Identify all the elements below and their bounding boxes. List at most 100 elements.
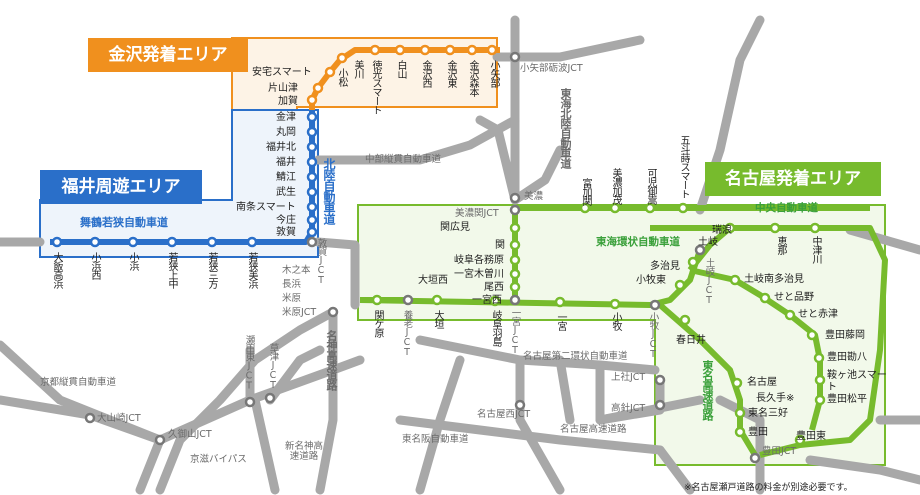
station-toki-jct: 土岐JCT bbox=[703, 258, 715, 305]
station-ankyo: 安宅スマート bbox=[252, 67, 312, 78]
station-komaki: 小牧 bbox=[610, 312, 621, 330]
station-nagoya: 名古屋 bbox=[747, 377, 777, 388]
station-ogaki-nishi: 大垣西 bbox=[418, 275, 448, 286]
station-toyota-fujioka: 豊田藤岡 bbox=[825, 330, 865, 341]
footnote: ※名古屋瀬戸道路の料金が別途必要です。 bbox=[684, 483, 853, 493]
station-tokumitsu: 徳光スマート bbox=[370, 60, 381, 114]
road-chuo: 中央自動車道 bbox=[755, 202, 818, 214]
station-nakatsugawa: 中津川 bbox=[810, 236, 821, 263]
station-fukui-kita: 福井北 bbox=[266, 142, 296, 153]
station-takefu: 武生 bbox=[276, 187, 296, 198]
station-wakasa-mihama: 若狭美浜 bbox=[246, 252, 257, 288]
station-kinomoto: 木之本 bbox=[282, 265, 311, 276]
road-nagoya-kosoku: 名古屋高速道路 bbox=[560, 424, 627, 435]
station-seki: 関 bbox=[495, 240, 505, 251]
station-nagoya-nishi-jct: 名古屋西JCT bbox=[477, 409, 531, 420]
station-toyota-matsudaira: 豊田松平 bbox=[827, 394, 867, 405]
station-wakasa-mikata: 若狭三方 bbox=[206, 252, 217, 288]
kanazawa-area-tag: 金沢発着エリア bbox=[88, 38, 248, 72]
station-yoro-jct: 養老JCT bbox=[401, 310, 413, 357]
station-toyota: 豊田 bbox=[748, 427, 768, 438]
station-obama-nishi: 小浜西 bbox=[89, 252, 100, 279]
station-dots bbox=[51, 44, 826, 446]
station-maruoka: 丸岡 bbox=[276, 127, 296, 138]
road-meishin: 名神高速道路 bbox=[325, 330, 338, 390]
fukui-route bbox=[50, 110, 315, 245]
road-tokai-kanjo: 東海環状自動車道 bbox=[596, 236, 680, 248]
station-toyota-kanpachi: 豊田勘八 bbox=[827, 352, 867, 363]
station-tsuruga: 敦賀 bbox=[276, 227, 296, 238]
station-komatsu: 小松 bbox=[336, 68, 347, 86]
station-ichinomiya: 一宮 bbox=[555, 312, 566, 330]
station-tomika: 富加関 bbox=[580, 178, 591, 205]
station-hobike: 鞍ヶ池スマート bbox=[827, 370, 887, 393]
station-mino-kamo: 美濃加茂 bbox=[610, 168, 621, 204]
gray-roads bbox=[0, 15, 920, 495]
station-mizunami: 瑞浪 bbox=[712, 225, 732, 236]
station-fukui: 福井 bbox=[276, 157, 296, 168]
station-hakusan: 白山 bbox=[395, 60, 406, 78]
station-maibara: 米原 bbox=[282, 293, 302, 304]
station-mikawa: 美川 bbox=[352, 60, 363, 78]
station-gotomi: 五斗蒔スマート bbox=[678, 135, 689, 198]
station-kamiyashiro-jct: 上社JCT bbox=[611, 372, 646, 383]
station-kusatsu-jct: 草津JCT bbox=[267, 343, 279, 390]
station-tajimi: 多治見 bbox=[650, 261, 680, 272]
station-minoseki-jct: 美濃関JCT bbox=[455, 208, 499, 219]
station-ichinomiya-jct: 一宮JCT bbox=[509, 308, 521, 355]
station-kanazawa-morimoto: 金沢森本 bbox=[467, 60, 478, 96]
station-obama: 小浜 bbox=[127, 252, 138, 270]
station-toki-minami-tajimi: 土岐南多治見 bbox=[744, 274, 804, 285]
station-ena: 恵那 bbox=[775, 236, 786, 254]
station-oyamazaki-jct: 大山崎JCT bbox=[97, 413, 141, 424]
road-keiryu: 京滋バイパス bbox=[190, 454, 247, 465]
station-ichinomiya-nishi: 一宮西 bbox=[472, 295, 502, 306]
station-toyota-jct: 豊田JCT bbox=[762, 446, 797, 457]
station-komaki-higashi: 小牧東 bbox=[636, 275, 666, 286]
station-nagakute: 長久手※ bbox=[756, 393, 795, 404]
station-kanazawa-higashi: 金沢東 bbox=[445, 60, 456, 87]
station-takabari-jct: 高針JCT bbox=[611, 403, 646, 414]
station-komatsu-jct: 小矢部砺波JCT bbox=[520, 63, 583, 74]
road-tomeihan: 東名阪自動車道 bbox=[402, 434, 469, 445]
road-tomei: 東名高速道路 bbox=[701, 360, 714, 420]
station-kasugai: 春日井 bbox=[676, 335, 706, 346]
station-maibara-jct: 米原JCT bbox=[282, 307, 317, 318]
station-toki: 土岐 bbox=[698, 237, 718, 248]
station-gifu-hashima: 岐阜羽島 bbox=[490, 310, 501, 346]
station-tsuruga-jct: 敦賀JCT bbox=[315, 238, 327, 285]
station-nanjo: 南条スマート bbox=[236, 202, 296, 213]
station-oyabe: 小矢部 bbox=[488, 60, 499, 87]
station-kaga: 加賀 bbox=[278, 96, 298, 107]
station-kani-mitake: 可児御嵩 bbox=[645, 168, 656, 204]
road-shinmeishin: 新名神高速道路 bbox=[284, 441, 323, 462]
station-kanazawa-nishi: 金沢西 bbox=[420, 60, 431, 87]
nagoya-area-bg bbox=[357, 204, 886, 466]
station-sabae: 鯖江 bbox=[276, 172, 296, 183]
jct-markers bbox=[84, 51, 761, 464]
road-hokuriku: 北陸自動車道 bbox=[322, 158, 336, 224]
nagoya-area-tag: 名古屋発着エリア bbox=[705, 162, 881, 196]
station-kanazu: 金津 bbox=[276, 112, 296, 123]
road-kyoto-jukan: 京都縦貫自動車道 bbox=[40, 377, 117, 388]
road-maizuru: 舞鶴若狭自動車道 bbox=[80, 216, 168, 229]
station-bisai: 尾西 bbox=[484, 282, 504, 293]
station-gifu-kakamigahara: 岐阜各務原 bbox=[454, 255, 504, 266]
road-chubu-jukan: 中部縦貫自動車道 bbox=[365, 154, 442, 165]
station-komaki-jct: 小牧JCT bbox=[647, 312, 659, 359]
station-nagahama: 長浜 bbox=[282, 279, 302, 290]
station-seto-akazu: せと赤津 bbox=[798, 309, 838, 320]
station-tomei-miyoshi: 東名三好 bbox=[748, 408, 788, 419]
station-wakasa-kaminaka: 若狭上中 bbox=[166, 252, 177, 288]
station-katayamazu: 片山津 bbox=[268, 83, 298, 94]
station-seta-higashi-jct: 瀬田東JCT bbox=[243, 335, 255, 391]
station-ogaki: 大垣 bbox=[432, 310, 443, 328]
station-kumiyama-jct: 久御山JCT bbox=[168, 429, 212, 440]
station-sekigahara: 関ケ原 bbox=[372, 310, 383, 337]
station-sekihiromi: 関広見 bbox=[440, 222, 470, 233]
road-tokai-hokuriku: 東海北陸自動車道 bbox=[559, 88, 572, 168]
station-seto-shinagawa: せと品野 bbox=[774, 292, 814, 303]
fukui-area-bg bbox=[39, 109, 319, 258]
station-imajo: 今庄 bbox=[276, 215, 296, 226]
